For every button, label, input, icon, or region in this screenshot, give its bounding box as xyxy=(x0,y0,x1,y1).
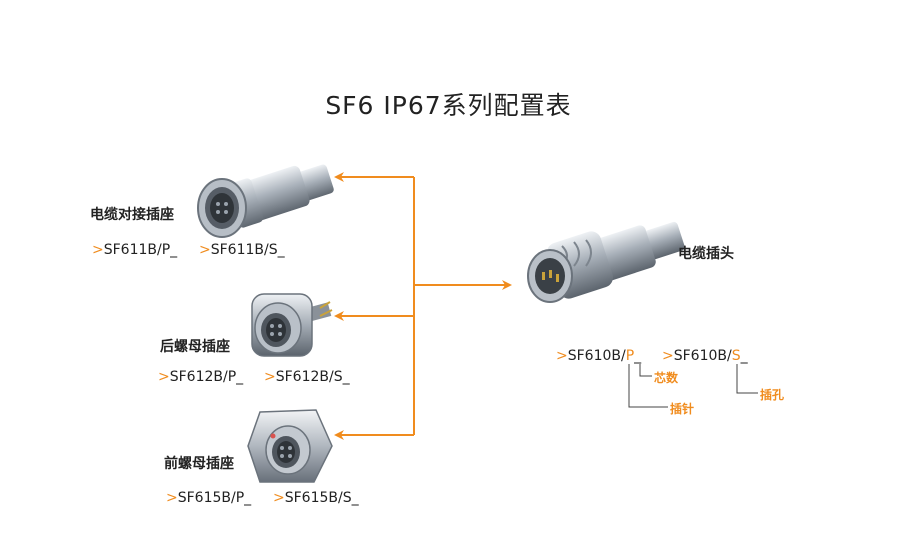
socket-612-label: 后螺母插座 xyxy=(160,339,230,355)
arrow-prefix: > xyxy=(556,348,568,364)
socket-611-image xyxy=(197,164,334,238)
socket-615-label: 前螺母插座 xyxy=(164,456,234,472)
socket-611-label: 电缆对接插座 xyxy=(90,207,174,223)
page-title: SF6 IP67系列配置表 xyxy=(325,91,572,120)
arrow-prefix: > xyxy=(273,490,285,506)
pin-type-letter: P xyxy=(625,348,635,364)
plug-code-p[interactable]: >SF610B/P_ xyxy=(556,348,642,364)
note-cores: 芯数 xyxy=(654,371,679,385)
plug-image xyxy=(527,221,685,303)
socket-615-code-p[interactable]: >SF615B/P_ xyxy=(166,490,252,506)
arrow-prefix: > xyxy=(92,242,104,258)
leader-cores xyxy=(639,364,652,377)
hole-type-letter: S xyxy=(731,348,741,364)
socket-612-code-s[interactable]: >SF612B/S_ xyxy=(264,369,350,385)
arrow-prefix: > xyxy=(199,242,211,258)
socket-611-code-s[interactable]: >SF611B/S_ xyxy=(199,242,285,258)
leader-hole xyxy=(736,364,758,394)
note-pin: 插针 xyxy=(670,402,695,416)
arrow-prefix: > xyxy=(166,490,178,506)
plug-label: 电缆插头 xyxy=(678,246,734,262)
note-hole: 插孔 xyxy=(760,388,785,402)
socket-611-code-p[interactable]: >SF611B/P_ xyxy=(92,242,178,258)
socket-615-image xyxy=(247,409,333,483)
socket-612-code-p[interactable]: >SF612B/P_ xyxy=(158,369,244,385)
socket-612-image xyxy=(251,293,333,357)
core-count-placeholder: _ xyxy=(634,348,642,364)
plug-code-s[interactable]: >SF610B/S_ xyxy=(662,348,748,364)
arrow-prefix: > xyxy=(662,348,674,364)
arrow-prefix: > xyxy=(264,369,276,385)
socket-615-code-s[interactable]: >SF615B/S_ xyxy=(273,490,359,506)
arrow-prefix: > xyxy=(158,369,170,385)
leader-pin xyxy=(628,364,668,408)
